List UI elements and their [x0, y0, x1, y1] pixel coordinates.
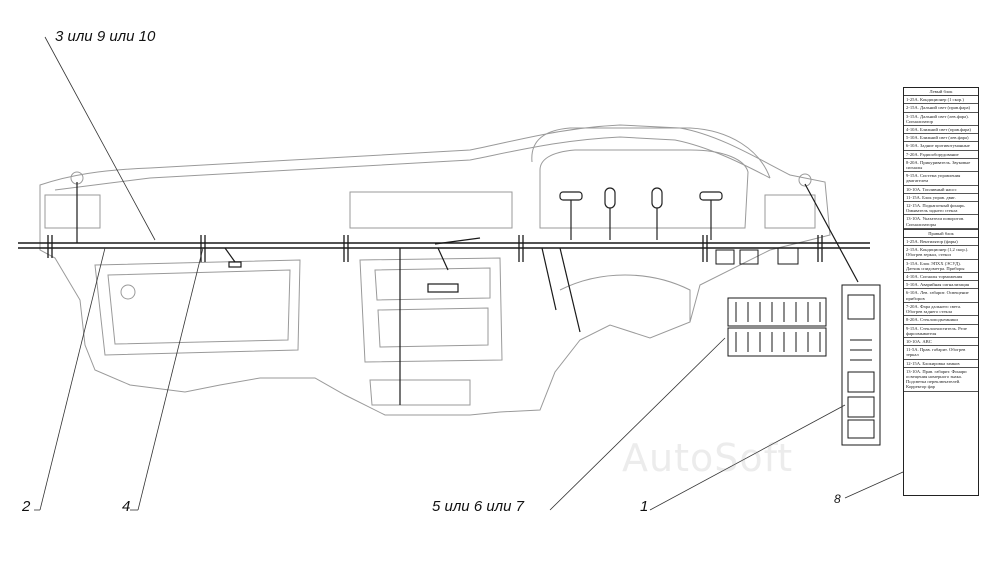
clip [47, 235, 53, 258]
fuse-table-row: 2-15А. Дальний свет (прав.фара) [904, 104, 978, 113]
leader-4 [137, 247, 204, 511]
callout-3-9-10: 3 или 9 или 10 [55, 28, 156, 45]
watermark: AutoSoft [622, 436, 794, 480]
fuse-table-row: 12-15А. Подкапотный фонарь. Омыватель за… [904, 202, 978, 216]
callout-8: 8 [834, 492, 841, 506]
dashboard-inner-outline [54, 136, 771, 191]
left-block-rows: 1-25А. Кондиционер (1 скор.)2-15А. Дальн… [904, 96, 978, 229]
center-console [359, 257, 503, 363]
fuse-table-row: 10-10А. ABC [904, 338, 978, 347]
clip [702, 235, 708, 262]
instrument-cluster-hood [531, 127, 771, 179]
leader-3-9-10 [44, 36, 156, 241]
fuse-table-row: 13-10А. Прав. габарит. Фонари освещения … [904, 368, 978, 392]
fuse-table-row: 6-10А. Лев. габарит. Освещение приборов [904, 289, 978, 303]
fuse-table-row: 4-10А. Ближний свет (прав.фара) [904, 126, 978, 135]
relay-board [841, 284, 881, 446]
instrument-cluster-face [539, 149, 749, 229]
fuse-table-row: 4-10А. Сигналы торможения [904, 273, 978, 282]
right-block-rows: 1-25А. Вентилятор (фары)2-15А. Кондицион… [904, 238, 978, 392]
fuse-table-row: 13-10А. Указатели поворотов. Сигнализато… [904, 215, 978, 229]
fuse-table-row: 8-20А. Прикуриватель. Звуковые сигналы [904, 159, 978, 173]
fuse-table-row: 2-15А. Кондиционер (1,2 скор.). Обогрев … [904, 246, 978, 260]
left-block-title: Левый блок [904, 88, 978, 97]
right-block-title: Правый блок [904, 228, 978, 239]
fuse-table-row: 9-15А. Система управления двигателем [904, 172, 978, 186]
fuse-table-row: 5-10А. Ближний свет (лев.фара) [904, 134, 978, 143]
vent-right [764, 194, 816, 229]
fuse-table-row: 9-15А. Стеклоочиститель. Реле фароомыват… [904, 325, 978, 338]
steering-column [559, 274, 691, 322]
fuse-table-row: 5-10А. Аварийная сигнализация [904, 281, 978, 290]
center-vents [349, 191, 513, 229]
vent-left [44, 194, 101, 229]
clip [518, 235, 524, 262]
fuse-table-row: 11-5А. Прав. габарит. Обогрев зеркал [904, 346, 978, 360]
clip [343, 235, 349, 262]
fuse-table-row: 11-15А. Блок управ. двиг. [904, 194, 978, 203]
fuse-table-row: 12-15А. Блокировка замков [904, 360, 978, 368]
fuse-table-row: 6-10А. Задние противотуманные [904, 142, 978, 151]
radio-slot [374, 267, 491, 301]
fuse-table-row: 10-10А. Топливный насос [904, 186, 978, 194]
glovebox-inner [107, 269, 291, 345]
climate-panel [377, 307, 489, 348]
fuse-table-row: 1-25А. Кондиционер (1 скор.) [904, 96, 978, 105]
fuse-table-row: 8-20А. Стеклоподъемники [904, 316, 978, 325]
callout-5-6-7: 5 или 6 или 7 [432, 498, 524, 515]
fuse-table-row: 3-15А. Дальний свет (лев.фара). Сигнализ… [904, 113, 978, 127]
center-lower-console [369, 379, 471, 406]
fuse-table-row: 7-20А. Фара дальнего света. Обогрев задн… [904, 303, 978, 317]
leader-5-6-7 [549, 337, 726, 511]
leader-2 [39, 247, 106, 511]
dashboard-outline [39, 124, 831, 416]
callout-1: 1 [640, 498, 649, 515]
fuse-table-row: 7-20А. Радиооборудование [904, 151, 978, 159]
fuse-table: Левый блок 1-25А. Кондиционер (1 скор.)2… [903, 87, 979, 496]
fuse-block-right [727, 327, 827, 357]
leader-1 [649, 404, 846, 511]
leader-8 [844, 471, 904, 499]
fuse-block-left [727, 297, 827, 327]
fuse-table-row: 3-15А. Блок ЭПХХ (ЭСУД). Датчик спидомет… [904, 260, 978, 274]
clip [817, 235, 823, 262]
callout-4: 4 [122, 498, 131, 515]
fuse-table-row: 1-25А. Вентилятор (фары) [904, 238, 978, 247]
callout-2: 2 [22, 498, 31, 515]
